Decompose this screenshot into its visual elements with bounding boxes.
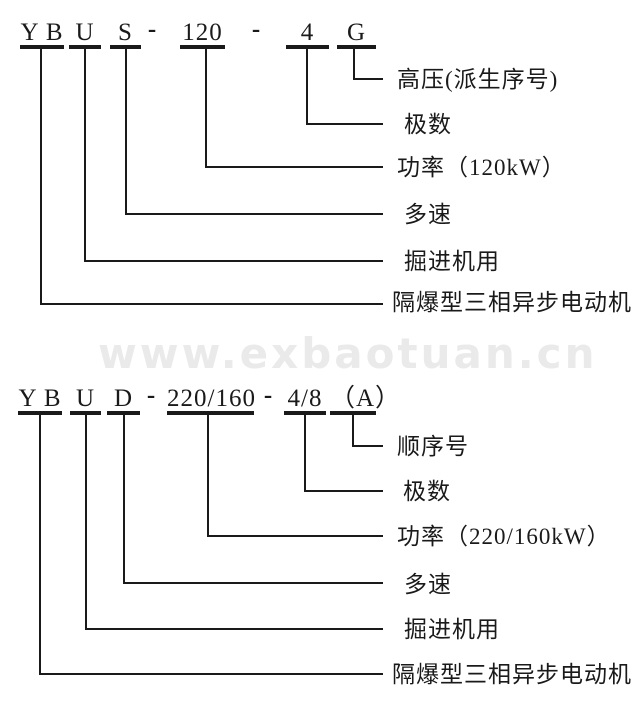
top-segment-dash-1: - <box>147 16 158 43</box>
top-segment-dash-2: - <box>251 16 262 43</box>
bottom-segment-d: D <box>107 386 140 415</box>
top-callout-label-power: 功率（120kW） <box>397 155 566 180</box>
bottom-callout-line-roadheader <box>85 415 383 630</box>
top-segment-u: U <box>69 20 101 49</box>
bottom-callout-label-motor-type: 隔爆型三相异步电动机 <box>392 662 632 687</box>
top-segment-yb: Y B <box>20 20 64 49</box>
bottom-callout-line-multispeed <box>123 415 383 584</box>
bottom-callout-line-motor-type <box>39 415 383 675</box>
top-callout-line-derived-series <box>353 48 383 80</box>
bottom-callout-label-poles: 极数 <box>403 479 451 504</box>
bottom-segment-4-8: 4/8 <box>284 386 326 415</box>
bottom-callout-label-power: 功率（220/160kW） <box>397 524 611 549</box>
bottom-segment-a: （A） <box>330 386 400 415</box>
bottom-callout-label-sequence: 顺序号 <box>397 434 469 459</box>
bottom-segment-yb: Y B <box>18 386 62 415</box>
top-callout-label-roadheader: 掘进机用 <box>404 249 500 274</box>
bottom-callout-label-roadheader: 掘进机用 <box>404 617 500 642</box>
top-callout-line-motor-type <box>40 48 383 305</box>
bottom-callout-line-poles <box>304 415 383 492</box>
bottom-segment-dash-2: - <box>263 382 274 409</box>
bottom-segment-u: U <box>70 386 101 415</box>
top-segment-120: 120 <box>180 20 225 49</box>
top-callout-label-derived-series: 高压(派生序号) <box>397 67 559 92</box>
top-callout-line-roadheader <box>84 48 383 262</box>
watermark-text: www.exbaotuan.cn <box>98 329 598 378</box>
top-callout-line-multispeed <box>125 48 383 215</box>
top-segment-g: G <box>337 20 376 49</box>
top-callout-label-multispeed: 多速 <box>404 202 452 227</box>
bottom-callout-line-power <box>207 415 383 537</box>
top-callout-label-motor-type: 隔爆型三相异步电动机 <box>392 290 632 315</box>
top-callout-line-poles <box>306 48 383 125</box>
top-segment-s: S <box>110 20 141 49</box>
bottom-segment-dash-1: - <box>146 382 157 409</box>
bottom-callout-label-multispeed: 多速 <box>404 572 452 597</box>
bottom-segment-220-160: 220/160 <box>167 386 255 415</box>
top-callout-label-poles: 极数 <box>404 112 452 137</box>
top-segment-4: 4 <box>286 20 329 49</box>
top-callout-line-power <box>205 48 383 168</box>
bottom-callout-line-sequence <box>352 415 383 447</box>
